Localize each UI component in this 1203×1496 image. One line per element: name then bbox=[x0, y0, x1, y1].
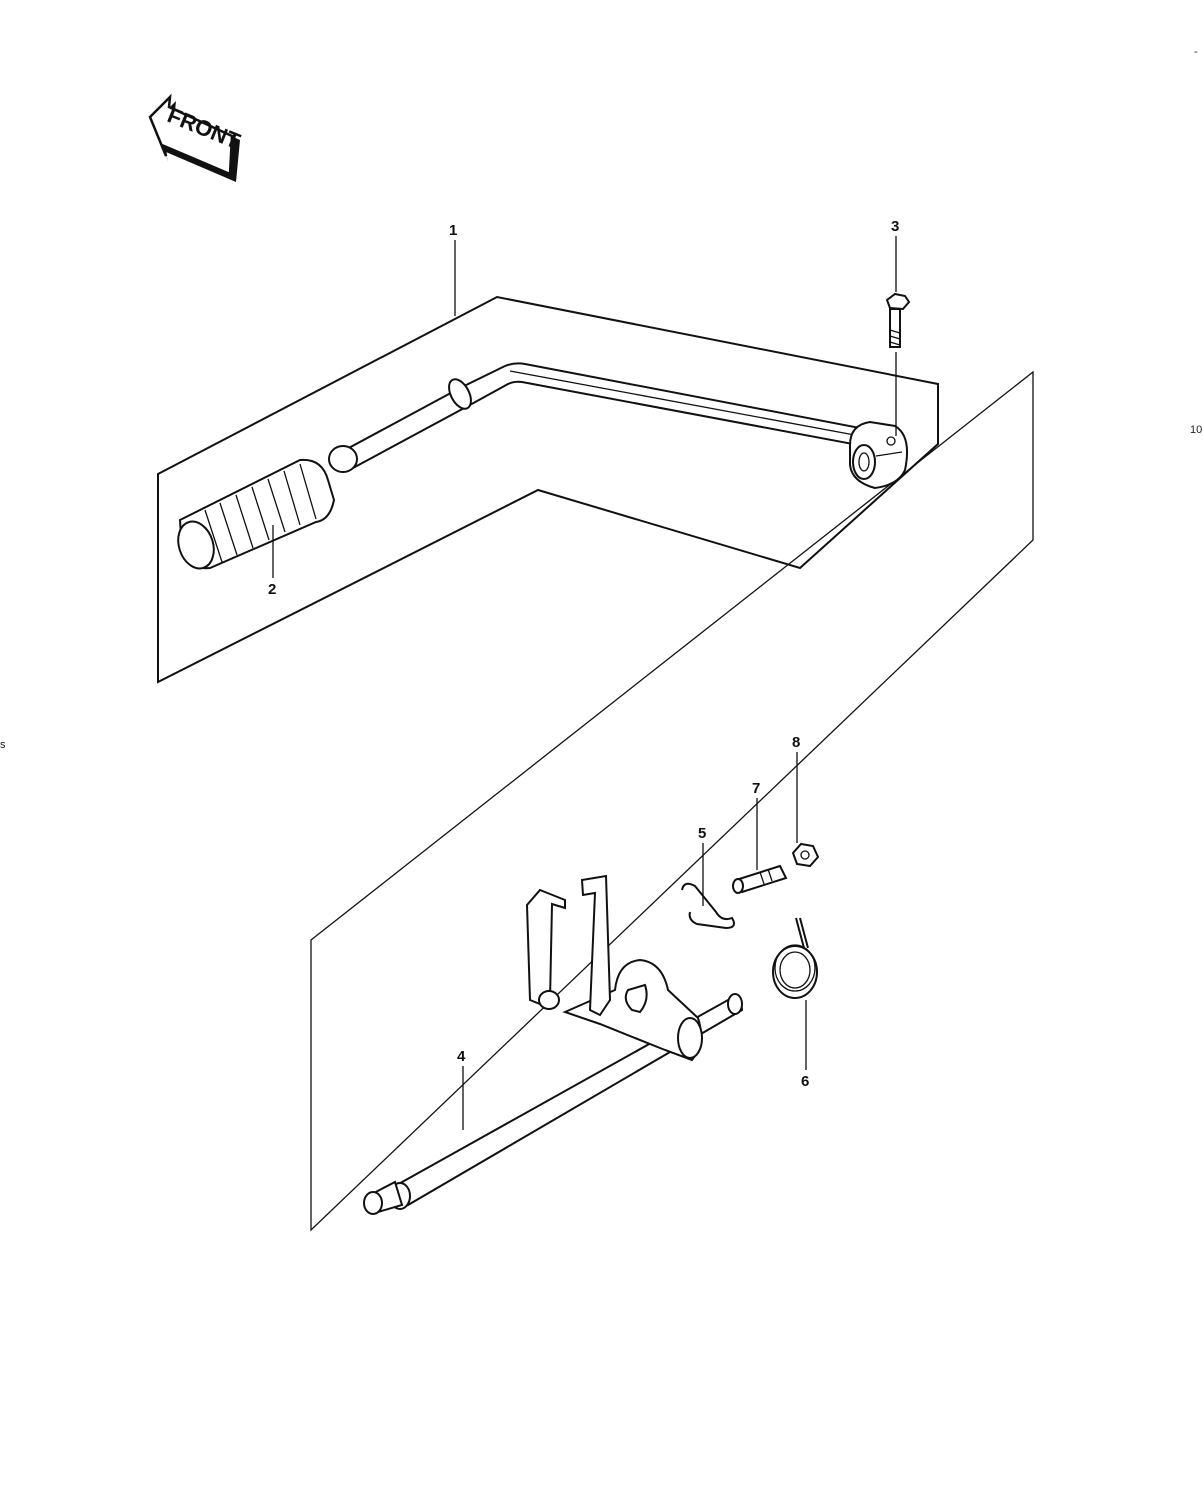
upper-group-frame bbox=[157, 295, 939, 684]
shift-shaft bbox=[363, 874, 744, 1215]
callout-7: 7 bbox=[752, 780, 760, 797]
edge-mark-right: 10 bbox=[1190, 424, 1202, 436]
lock-nut bbox=[791, 842, 820, 868]
spring-clip bbox=[681, 882, 735, 930]
edge-mark-left: s bbox=[0, 739, 6, 751]
callout-8: 8 bbox=[792, 734, 800, 751]
shift-pedal-lever bbox=[328, 362, 908, 490]
lower-group-frame bbox=[310, 370, 1034, 1232]
callout-5: 5 bbox=[698, 825, 706, 842]
front-arrow-icon: FRONT bbox=[148, 93, 244, 182]
callout-6: 6 bbox=[801, 1073, 809, 1090]
return-spring bbox=[772, 917, 818, 999]
callout-4: 4 bbox=[457, 1048, 466, 1065]
callout-2: 2 bbox=[268, 581, 276, 598]
edge-mark-top: - bbox=[1194, 46, 1198, 58]
callout-1: 1 bbox=[449, 222, 457, 239]
pedal-rubber bbox=[177, 458, 336, 570]
clamp-bolt bbox=[885, 292, 911, 348]
stopper-pin bbox=[732, 864, 788, 894]
callout-3: 3 bbox=[891, 218, 899, 235]
